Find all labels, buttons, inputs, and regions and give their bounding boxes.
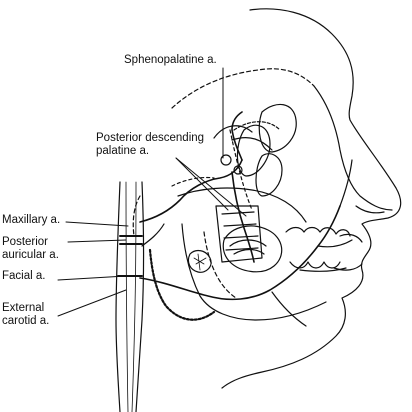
label-facial: Facial a. bbox=[2, 270, 45, 283]
lower-teeth bbox=[289, 261, 341, 269]
descending-palatine-artery bbox=[231, 171, 255, 263]
label-external-carotid: External carotid a. bbox=[2, 302, 49, 328]
facial-artery-submental bbox=[271, 291, 307, 327]
label-external-carotid-line2: carotid a. bbox=[2, 315, 50, 327]
jaw-angle-dashed bbox=[148, 248, 216, 321]
cranial-contour bbox=[171, 68, 315, 109]
pterygoid-hatch-1 bbox=[221, 211, 255, 215]
pterygoid-block bbox=[215, 205, 263, 263]
facial-artery-labial-branch bbox=[317, 239, 353, 248]
label-maxillary-text: Maxillary a. bbox=[2, 214, 61, 226]
turbinate-middle bbox=[236, 124, 271, 177]
label-sphenopalatine: Sphenopalatine a. bbox=[124, 54, 217, 67]
lower-lip bbox=[333, 263, 363, 271]
leader-posterior-auricular bbox=[67, 239, 127, 243]
face-profile-outline bbox=[221, 8, 402, 389]
uvula-tissue bbox=[187, 249, 212, 273]
sphenopalatine-foramen bbox=[220, 154, 232, 166]
ramus-dashed bbox=[132, 195, 141, 237]
leader-maxillary bbox=[65, 221, 129, 227]
label-sphenopalatine-text: Sphenopalatine a. bbox=[124, 54, 217, 66]
facial-artery-inferior-labial bbox=[299, 267, 347, 272]
leader-facial bbox=[57, 275, 127, 281]
leader-external-carotid bbox=[57, 289, 127, 317]
carotid-right-wall bbox=[135, 181, 145, 412]
label-posterior-auricular-line2: auricular a. bbox=[2, 249, 59, 261]
leader-posterior-descending-2 bbox=[175, 157, 247, 217]
maxillary-artery-dashed bbox=[171, 176, 215, 187]
label-maxillary: Maxillary a. bbox=[2, 214, 60, 227]
label-posterior-descending-line2: palatine a. bbox=[96, 145, 150, 157]
facial-artery-angular-branch bbox=[339, 159, 353, 207]
tongue-fold-2 bbox=[233, 248, 265, 255]
nasal-outline bbox=[313, 85, 393, 211]
mandible-inner bbox=[203, 231, 237, 299]
label-external-carotid-line1: External bbox=[2, 302, 45, 314]
maxillary-artery bbox=[139, 159, 243, 223]
label-facial-text: Facial a. bbox=[2, 270, 46, 282]
pterygopalatine-node bbox=[233, 165, 243, 175]
pterygoid-hatch-2 bbox=[223, 223, 257, 227]
pterygoid-hatch-3 bbox=[223, 235, 259, 239]
nostril bbox=[355, 205, 385, 214]
pterygoid-hatch-4 bbox=[225, 247, 259, 251]
tongue bbox=[222, 225, 283, 273]
sphenopalatine-branch-1 bbox=[231, 137, 273, 151]
carotid-left-wall bbox=[115, 181, 121, 412]
septum bbox=[229, 129, 253, 211]
label-posterior-auricular: Posterior auricular a. bbox=[2, 236, 59, 262]
upper-teeth bbox=[285, 226, 351, 237]
upper-lip bbox=[339, 233, 363, 243]
label-posterior-auricular-line1: Posterior bbox=[2, 236, 49, 248]
posterior-auricular-artery bbox=[141, 223, 165, 247]
turbinate-upper bbox=[258, 103, 297, 153]
maxilla-outline bbox=[177, 187, 307, 223]
carotid-inner-wall-1 bbox=[125, 181, 129, 412]
turbinate-lower bbox=[255, 153, 283, 197]
label-posterior-descending-line1: Posterior descending bbox=[96, 132, 205, 144]
sphenopalatine-branch-2 bbox=[233, 121, 281, 131]
leader-posterior-descending-1 bbox=[175, 157, 229, 211]
label-posterior-descending-palatine: Posterior descending palatine a. bbox=[96, 132, 204, 158]
sphenopalatine-artery bbox=[231, 111, 243, 161]
facial-artery bbox=[139, 205, 341, 301]
uvula-tissue-texture bbox=[193, 253, 207, 271]
